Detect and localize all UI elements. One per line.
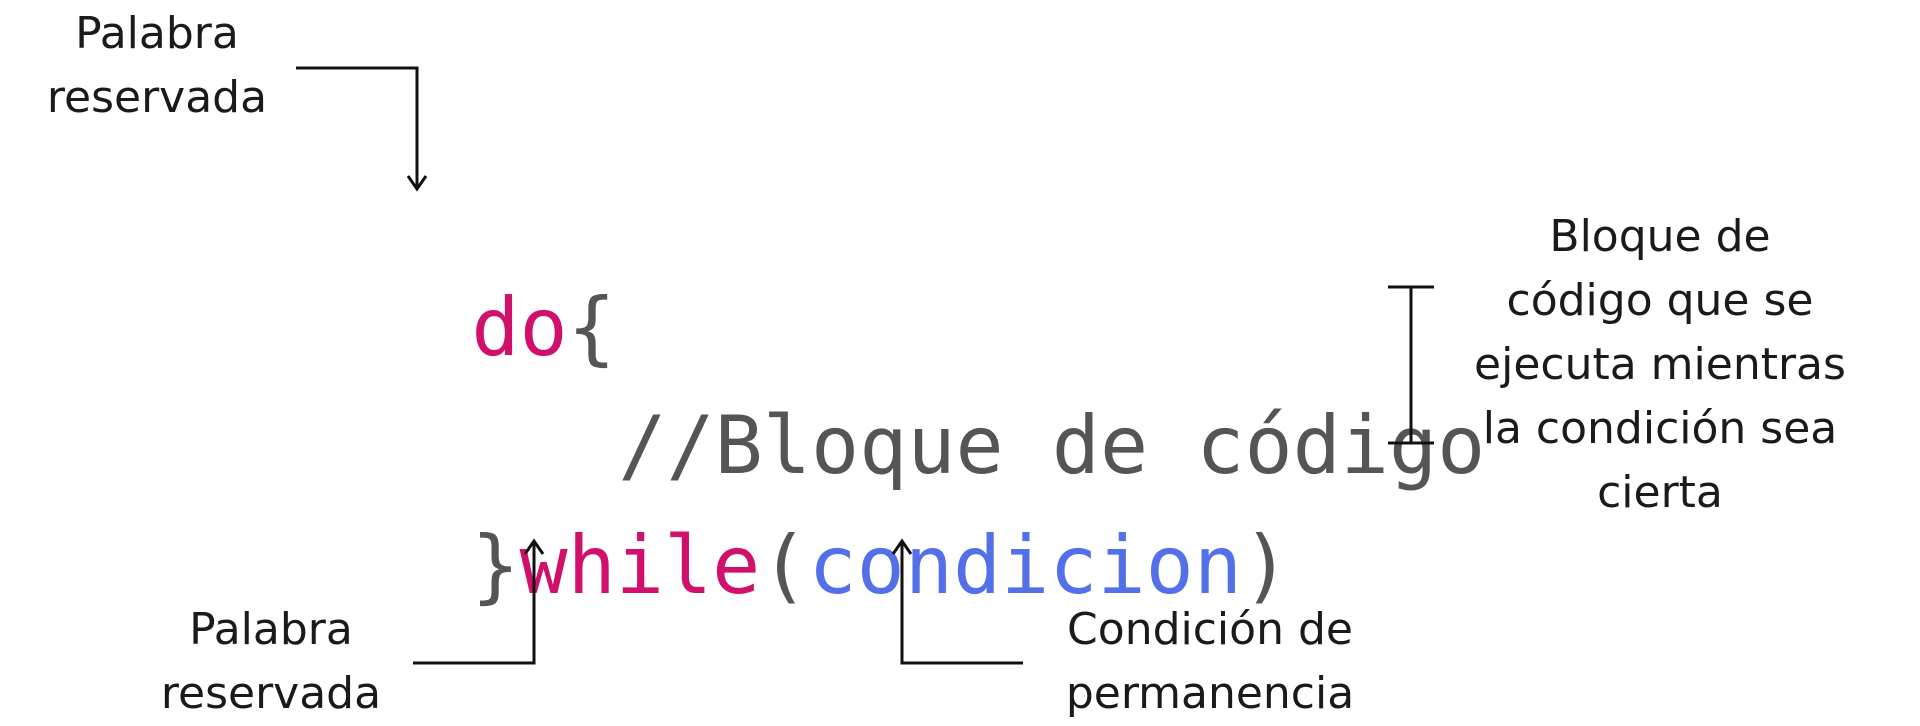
- close-paren: ): [1241, 519, 1291, 612]
- connector-do: [296, 66, 419, 188]
- label-reserved-word-top: Palabra reservada: [46, 8, 268, 123]
- arrowhead-up-icon: [891, 538, 913, 555]
- keyword-while: while: [519, 519, 761, 612]
- code-line-comment: //Bloque de código: [522, 326, 1485, 486]
- open-paren: (: [760, 519, 809, 612]
- label-permanence-condition: Condición de permanencia: [1065, 604, 1355, 719]
- code-line-do: do{: [375, 208, 616, 368]
- keyword-do: do: [471, 281, 568, 374]
- connector-condition: [900, 542, 1023, 665]
- arrowhead-up-icon: [523, 538, 545, 555]
- connector-while: [413, 542, 536, 665]
- open-brace: {: [567, 281, 616, 374]
- close-brace: }: [471, 519, 520, 612]
- code-line-while: }while(condicion): [375, 446, 1290, 606]
- label-reserved-word-bottom: Palabra reservada: [160, 604, 382, 719]
- code-block-comment: //Bloque de código: [618, 399, 1486, 492]
- arrowhead-down-icon: [406, 175, 428, 192]
- label-code-block-description: Bloque de código que se ejecuta mientras…: [1474, 211, 1846, 518]
- condition-variable: condicion: [808, 519, 1242, 612]
